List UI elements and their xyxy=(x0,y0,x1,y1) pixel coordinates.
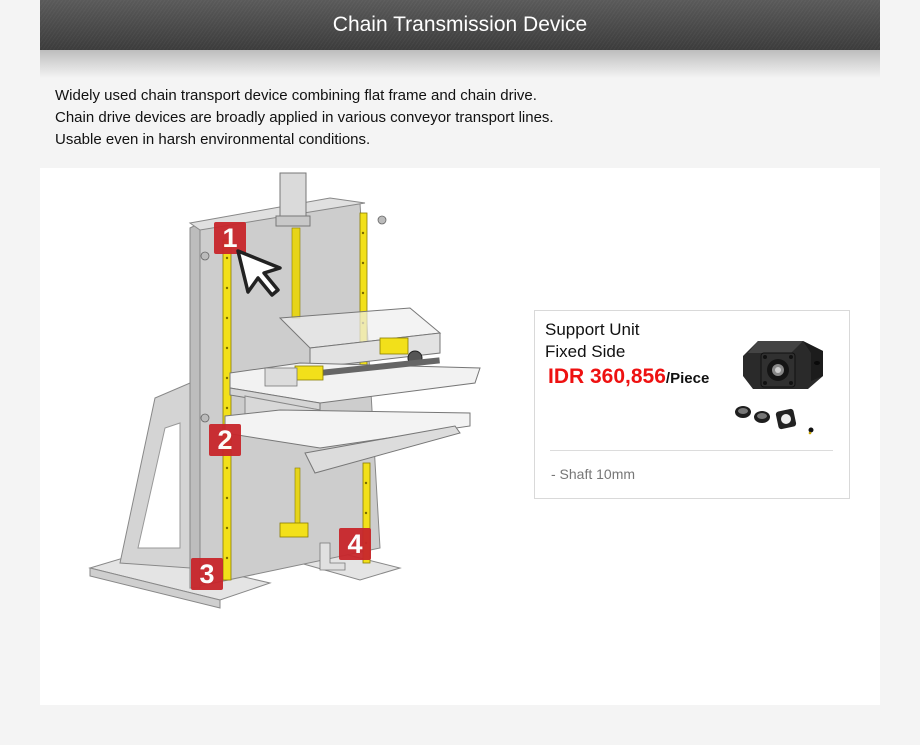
price-value: IDR 360,856 xyxy=(548,365,666,388)
price-unit: /Piece xyxy=(665,370,710,387)
marker-label: 2 xyxy=(217,425,233,455)
arrow-cursor-icon xyxy=(236,249,282,297)
content-panel: 1 2 3 4 Support Unit Fixed Side IDR 360,… xyxy=(40,168,880,705)
machine-illustration xyxy=(88,172,481,609)
card-divider xyxy=(550,450,833,451)
page-title: Chain Transmission Device xyxy=(332,13,588,36)
product-card[interactable]: Support Unit Fixed Side IDR 360,856/Piec… xyxy=(534,310,850,499)
marker-4[interactable]: 4 xyxy=(339,528,371,560)
intro-line: Usable even in harsh environmental condi… xyxy=(55,131,371,148)
product-title: Support Unit Fixed Side xyxy=(545,319,640,363)
marker-1[interactable]: 1 xyxy=(214,222,246,254)
marker-3[interactable]: 3 xyxy=(191,558,223,590)
marker-label: 1 xyxy=(222,223,238,253)
header-shadow xyxy=(40,50,880,78)
page-header: Chain Transmission Device xyxy=(40,0,880,50)
marker-2[interactable]: 2 xyxy=(209,424,241,456)
marker-label: 4 xyxy=(347,529,363,559)
intro-text: Widely used chain transport device combi… xyxy=(55,85,554,151)
product-title-line1: Support Unit xyxy=(545,320,640,339)
product-spec: - Shaft 10mm xyxy=(551,466,636,482)
product-title-line2: Fixed Side xyxy=(545,342,626,361)
marker-label: 3 xyxy=(199,559,215,589)
product-image[interactable] xyxy=(733,321,833,436)
product-price: IDR 360,856/Piece xyxy=(548,365,709,389)
intro-line: Chain drive devices are broadly applied … xyxy=(55,109,554,126)
intro-line: Widely used chain transport device combi… xyxy=(55,87,537,104)
